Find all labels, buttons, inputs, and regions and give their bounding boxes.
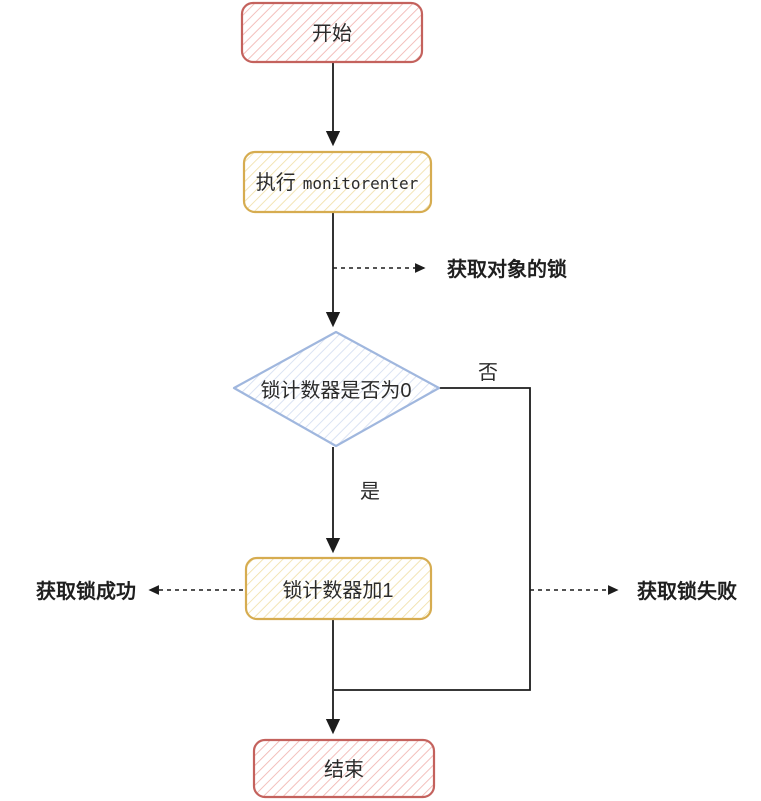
node-execute-label-code: monitorenter [303,174,419,193]
annotation-lock-fail: 获取锁失败 [637,579,737,603]
node-start [240,1,424,64]
node-start-label: 开始 [312,22,352,45]
edge-decision-no-path [334,387,531,691]
annotation-acquire-object-lock: 获取对象的锁 [447,257,567,281]
node-execute [242,150,433,214]
edge-label-yes: 是 [360,481,380,503]
edge-label-no: 否 [478,362,498,384]
node-increment-label: 锁计数器加1 [282,579,393,602]
node-increment [244,556,433,621]
node-end-label: 结束 [324,758,364,781]
node-execute-label-cn: 执行 [256,171,296,194]
node-decision [232,330,441,448]
annotation-lock-success: 获取锁成功 [36,579,136,603]
node-execute-label: 执行 monitorenter [256,171,419,194]
node-decision-label: 锁计数器是否为0 [260,379,411,402]
node-end [252,738,436,799]
